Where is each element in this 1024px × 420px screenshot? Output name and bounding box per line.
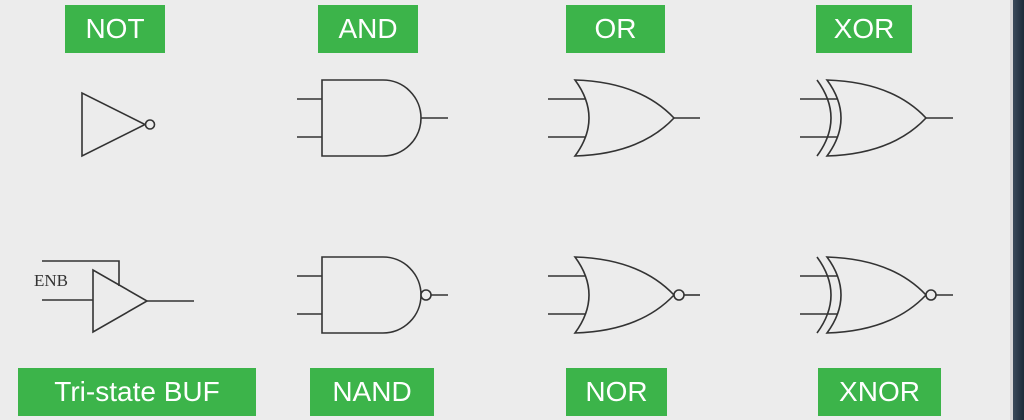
- window-edge: [1013, 0, 1024, 420]
- or-gate-symbol: [548, 79, 700, 157]
- nor-gate-symbol: [548, 256, 700, 334]
- label-not: NOT: [65, 5, 165, 53]
- label-or: OR: [566, 5, 665, 53]
- label-and: AND: [318, 5, 418, 53]
- xnor-gate-symbol: [800, 256, 953, 334]
- nand-gate-symbol: [297, 256, 448, 334]
- xor-gate-symbol: [800, 79, 953, 157]
- label-xnor: XNOR: [818, 368, 941, 416]
- label-tristate-buf: Tri-state BUF: [18, 368, 256, 416]
- label-xor: XOR: [816, 5, 912, 53]
- tristate-enable-label: ENB: [34, 271, 68, 290]
- and-gate-symbol: [297, 79, 448, 157]
- not-gate-symbol: [81, 91, 156, 158]
- label-nand: NAND: [310, 368, 434, 416]
- tristate-buffer-symbol: [42, 260, 194, 334]
- label-nor: NOR: [566, 368, 667, 416]
